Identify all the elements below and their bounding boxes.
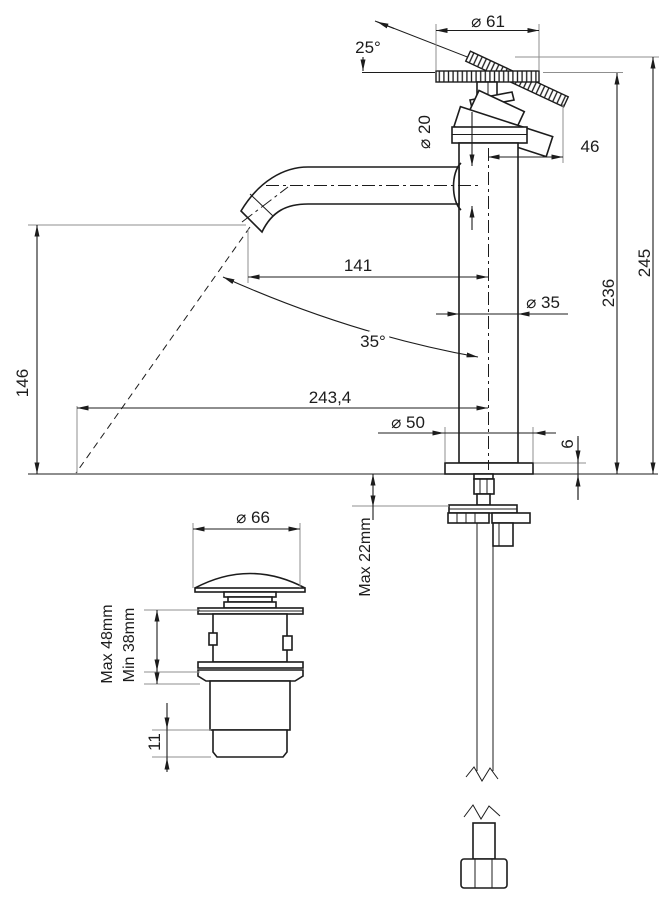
max22-label: Max 22mm xyxy=(357,517,374,596)
hose-crimp-fitting xyxy=(492,522,514,547)
drain-mid-flange-upper xyxy=(197,661,304,669)
spout-tip-joint-line xyxy=(249,193,274,217)
spout-profile xyxy=(239,166,460,234)
hose-connection-nut xyxy=(460,858,508,889)
dimension-angle25: 25° xyxy=(355,21,435,74)
under-deck-assembly xyxy=(447,473,531,889)
len11-label: 11 xyxy=(145,733,164,751)
drain-mid-flange-lower xyxy=(197,669,304,682)
drain-lower-body xyxy=(209,680,291,731)
len236-label: 236 xyxy=(599,279,618,307)
dimension-dia50: ⌀ 50 xyxy=(378,413,556,436)
popup-waste-drain xyxy=(194,572,306,758)
horseshoe-bracket-right xyxy=(491,512,531,524)
len6-label: 6 xyxy=(558,439,577,448)
dimension-245: 245 xyxy=(635,57,656,474)
dia61-label: ⌀ 61 xyxy=(471,12,505,31)
hose-break-symbol-lower xyxy=(463,804,501,820)
len141-label: 141 xyxy=(344,256,372,275)
dia35-label: ⌀ 35 xyxy=(526,293,560,312)
dia20-label: ⌀ 20 xyxy=(415,115,434,149)
drain-cap-stem xyxy=(223,601,277,609)
water-stream-line xyxy=(75,226,251,474)
fixing-nut xyxy=(473,478,495,495)
len243-label: 243,4 xyxy=(309,388,352,407)
drain-upper-body xyxy=(212,613,288,663)
dimension-dia61: ⌀ 61 xyxy=(436,12,539,33)
len46-label: 46 xyxy=(581,137,600,156)
dimension-11: 11 xyxy=(145,703,170,772)
hose-end-ferrule xyxy=(472,822,496,860)
spout-body-fillet xyxy=(452,162,462,211)
len146-label: 146 xyxy=(13,369,32,397)
dimension-angle35: 35° xyxy=(222,276,479,358)
dimension-243-4: 243,4 xyxy=(77,388,488,411)
dimension-max22: Max 22mm xyxy=(357,474,376,597)
spout-tip-centerline xyxy=(241,186,289,223)
max48-label: Max 48mm xyxy=(99,604,116,683)
len245-label: 245 xyxy=(635,249,654,277)
drain-thread-section xyxy=(212,729,288,758)
horseshoe-bracket-left xyxy=(447,512,490,524)
dimension-max48-min38: Max 48mm Min 38mm xyxy=(99,604,160,684)
dimension-236: 236 xyxy=(599,73,620,474)
dimension-dia20: ⌀ 20 xyxy=(415,112,475,230)
angle25-label: 25° xyxy=(355,38,381,57)
dimension-46: 46 xyxy=(488,137,600,160)
dia50-label: ⌀ 50 xyxy=(391,413,425,432)
dimension-6: 6 xyxy=(558,436,581,500)
dimension-141: 141 xyxy=(248,256,488,280)
threaded-shank xyxy=(476,493,491,506)
faucet-spout xyxy=(239,162,462,234)
dia66-label: ⌀ 66 xyxy=(236,508,270,527)
dimension-dia66: ⌀ 66 xyxy=(193,508,300,532)
drain-cap-dome xyxy=(194,572,306,589)
extension-lines xyxy=(28,24,659,758)
hose-break-symbol-upper xyxy=(465,766,499,782)
angle35-label: 35° xyxy=(360,332,386,351)
handle-wheel-rim-horizontal xyxy=(435,70,540,83)
dimension-146: 146 xyxy=(13,225,40,474)
min38-label: Min 38mm xyxy=(121,608,138,683)
